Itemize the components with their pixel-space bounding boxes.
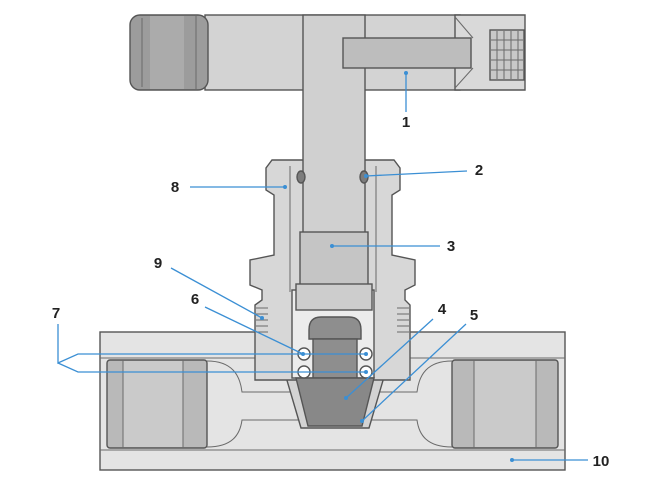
callout-label-3: 3	[447, 238, 455, 255]
callout-dot-7	[364, 352, 368, 356]
callout-dot-9	[260, 316, 264, 320]
passage-right-bottom	[368, 419, 453, 448]
callout-line-4	[345, 318, 434, 399]
callout-label-4: 4	[438, 301, 447, 318]
callout-line-9	[170, 267, 263, 319]
inlet-port	[106, 359, 208, 449]
callout-line-7	[57, 324, 366, 365]
callout-label-2: 2	[475, 162, 483, 179]
callouts: 1 2 3 4 5 6 7 8 9 10	[52, 71, 610, 470]
callout-label-6: 6	[191, 291, 199, 308]
callout-label-5: 5	[470, 307, 478, 324]
callout-dot-10	[510, 458, 514, 462]
callout-line-6	[204, 306, 304, 355]
callout-dot-7b	[364, 370, 368, 374]
callout-label-10: 10	[593, 453, 610, 470]
set-screw	[342, 29, 525, 81]
knurled-knob	[489, 29, 525, 81]
callout-dot-8	[283, 185, 287, 189]
passage-left-bottom	[206, 419, 300, 448]
callout-dot-5	[360, 419, 364, 423]
stem	[295, 14, 373, 311]
callout-line-5	[361, 323, 467, 422]
needle-tip	[295, 377, 375, 427]
callout-dot-3	[330, 244, 334, 248]
bonnet-thread-right	[397, 307, 409, 333]
inlet-port-highlight	[123, 361, 183, 447]
callout-dot-4	[344, 396, 348, 400]
gland-seal-left	[296, 170, 306, 184]
callout-dot-2	[364, 174, 368, 178]
handle-grip-highlight	[150, 16, 184, 89]
boss-chamfer-top	[454, 16, 474, 39]
outlet-port	[451, 359, 559, 449]
needle-head	[308, 316, 362, 340]
callout-label-9: 9	[154, 255, 162, 272]
callout-label-8: 8	[171, 179, 179, 196]
set-screw-rod	[342, 37, 472, 69]
boss-chamfer-bottom	[454, 67, 474, 89]
callout-line-7b	[57, 362, 366, 373]
callout-dot-1	[404, 71, 408, 75]
outlet-port-highlight	[474, 361, 536, 447]
stem-collar	[295, 283, 373, 311]
callout-label-1: 1	[402, 114, 410, 131]
stem-thread-section	[299, 231, 369, 287]
callout-line-2	[365, 170, 468, 177]
callout-label-7: 7	[52, 305, 60, 322]
passage-right-top	[374, 360, 453, 393]
